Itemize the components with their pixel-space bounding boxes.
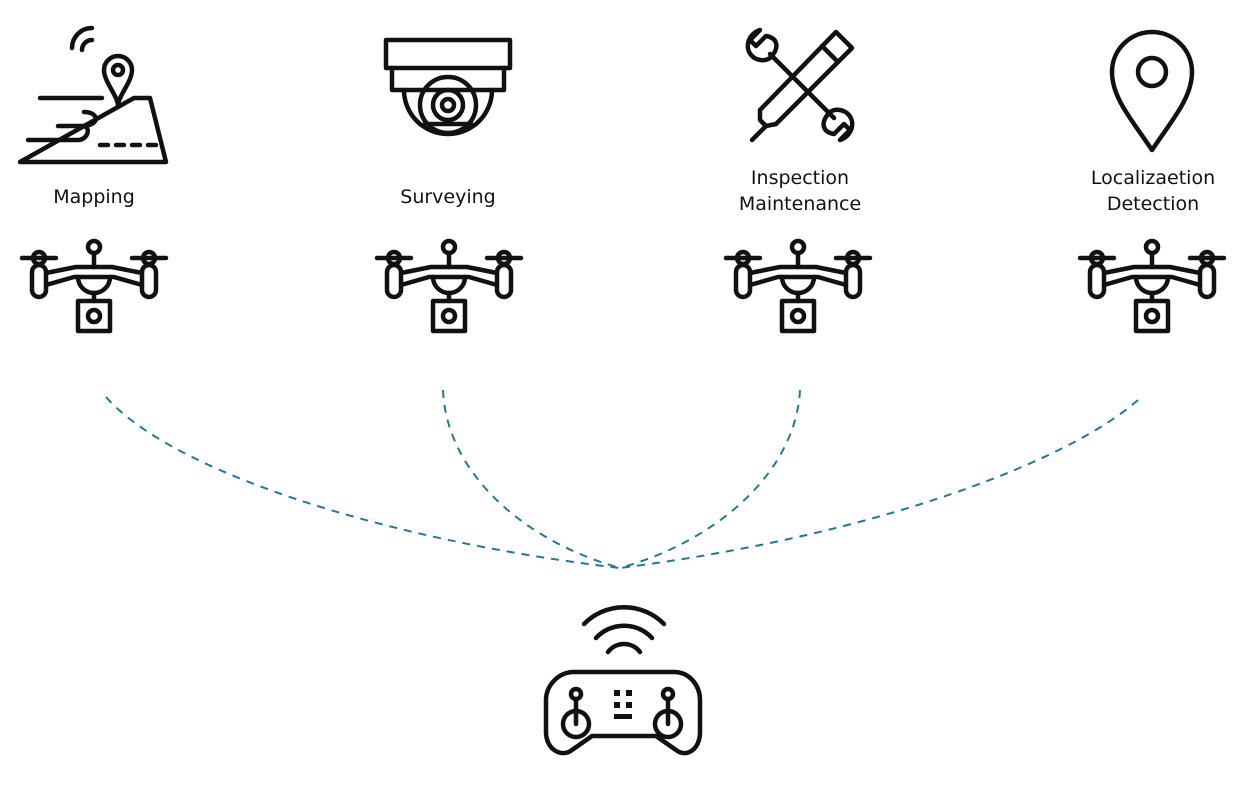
label-inspection-maintenance: Inspection Maintenance	[739, 165, 861, 217]
label-line: Inspection	[750, 167, 850, 189]
label-line: Detection	[1106, 193, 1200, 215]
label-localization-detection: Localizaetion Detection	[1091, 165, 1215, 217]
wrench-screwdriver-icon	[745, 27, 855, 143]
location-pin-icon	[1109, 29, 1195, 153]
label-line: Mapping	[53, 186, 135, 208]
drone-icon	[1080, 241, 1224, 331]
remote-controller-icon	[543, 605, 703, 756]
label-line: Surveying	[400, 186, 496, 208]
drone-icon	[726, 241, 870, 331]
connector-line	[619, 389, 801, 569]
label-surveying: Surveying	[400, 184, 495, 210]
connector-lines	[105, 389, 1139, 569]
label-mapping: Mapping	[53, 184, 135, 210]
connector-line	[105, 396, 621, 569]
connector-line	[619, 399, 1139, 569]
map-pin-icon	[17, 25, 169, 165]
label-line: Localizaetion	[1090, 167, 1216, 189]
connector-line	[442, 389, 621, 569]
drone-icon	[377, 241, 521, 331]
security-camera-icon	[383, 37, 513, 137]
label-line: Maintenance	[738, 193, 862, 215]
drone-icon	[22, 241, 166, 331]
